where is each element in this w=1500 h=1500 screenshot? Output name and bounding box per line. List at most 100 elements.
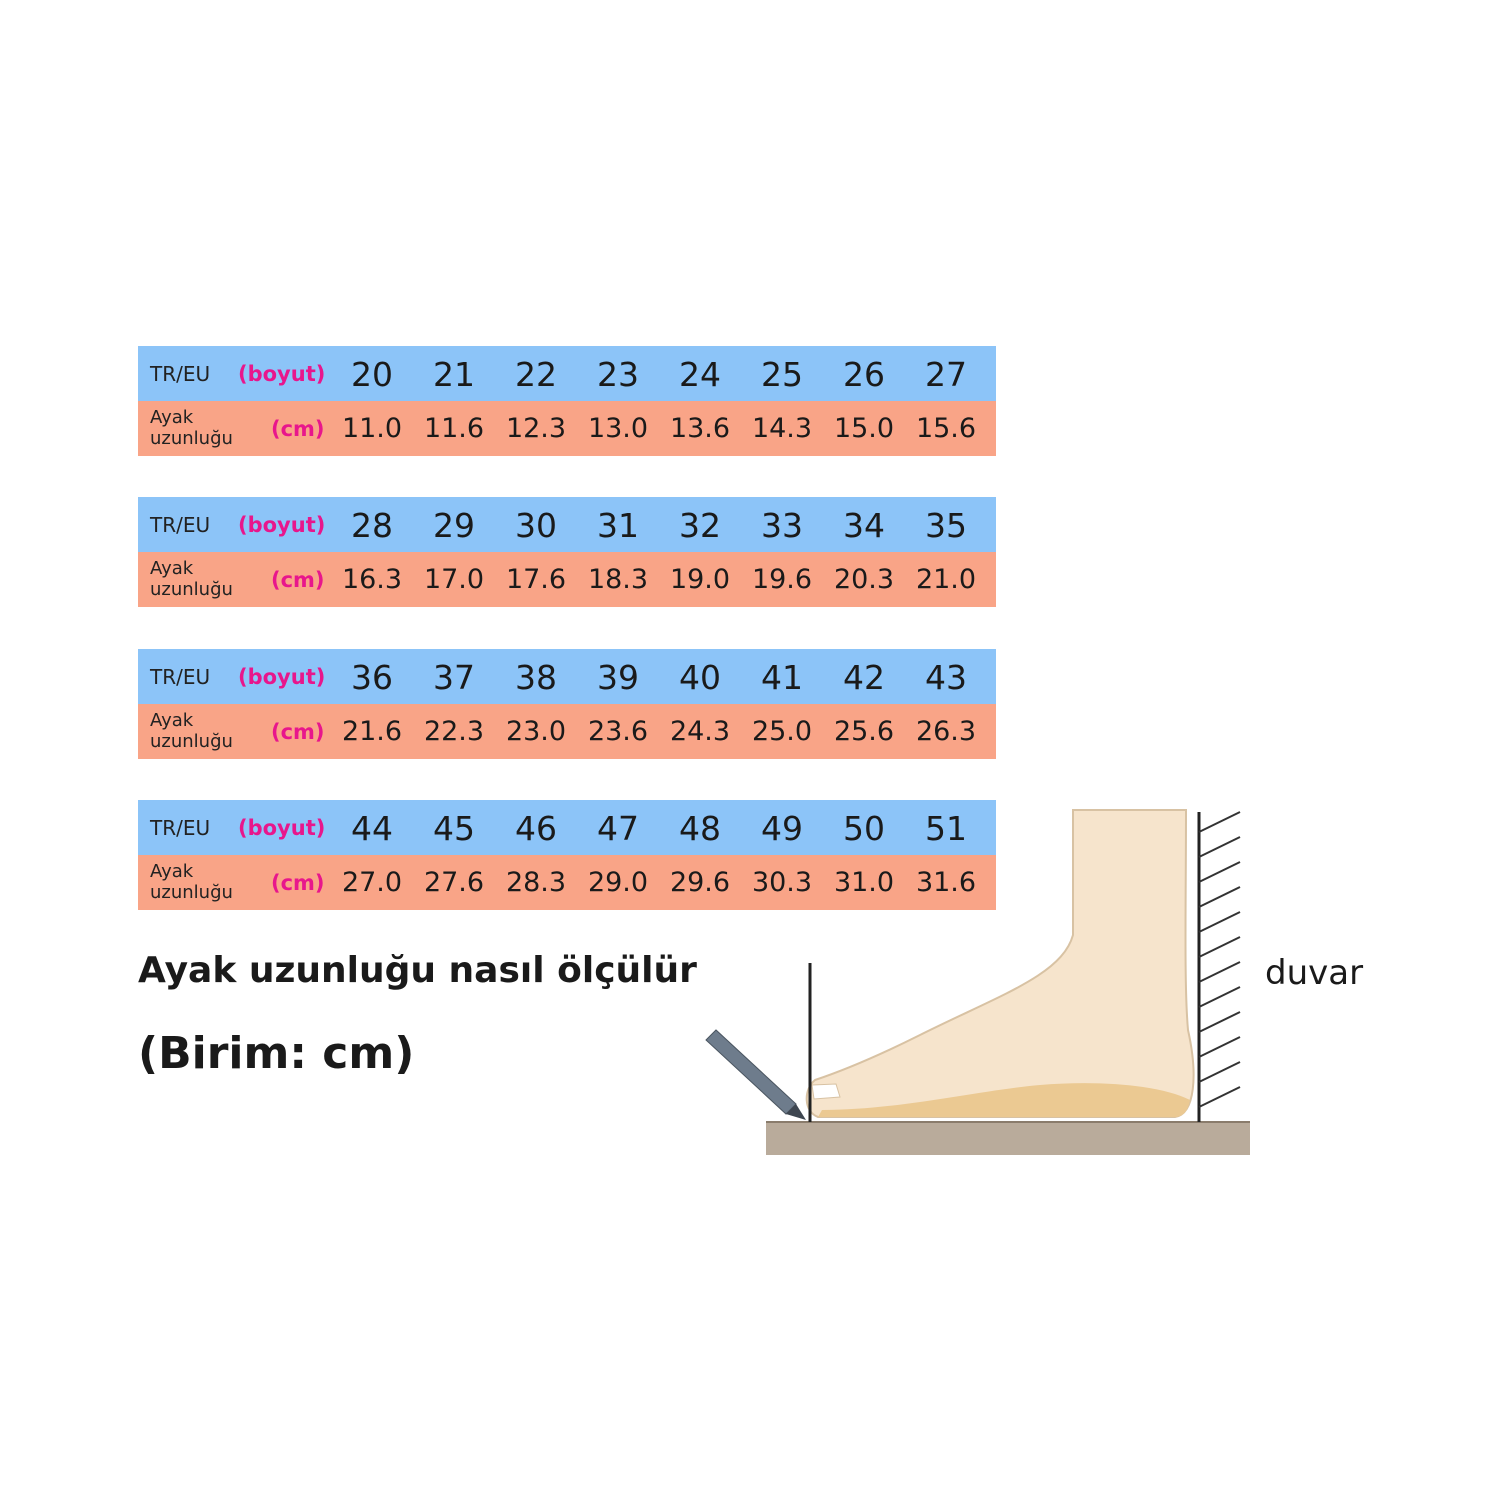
length-label-line2: uzunluğu	[150, 731, 233, 752]
size-table-4: TR/EU (boyut) 44 45 46 47 48 49 50 51 Ay…	[138, 800, 996, 910]
foot-measure-diagram	[705, 809, 1250, 1155]
length-row-label: Ayak uzunluğu	[150, 710, 233, 752]
length-row: Ayak uzunluğu (cm) 16.3 17.0 17.6 18.3 1…	[138, 552, 996, 607]
length-label-line1: Ayak	[150, 407, 194, 428]
length-cell: 15.0	[833, 413, 895, 444]
size-unit-label: (boyut)	[238, 512, 326, 537]
size-cell: 43	[925, 658, 967, 697]
size-cell: 38	[515, 658, 557, 697]
size-row-label: TR/EU	[150, 664, 211, 689]
length-row: Ayak uzunluğu (cm) 21.6 22.3 23.0 23.6 2…	[138, 704, 996, 759]
length-cell: 23.6	[587, 716, 649, 747]
length-cell: 25.6	[833, 716, 895, 747]
unit-note: (Birim: cm)	[138, 1028, 415, 1079]
size-row-label: TR/EU	[150, 512, 211, 537]
length-label-line2: uzunluğu	[150, 579, 233, 600]
length-cell: 13.0	[587, 413, 649, 444]
size-cell: 20	[351, 355, 393, 394]
length-unit-label: (cm)	[271, 870, 325, 895]
size-cell: 50	[843, 809, 885, 848]
size-unit-label: (boyut)	[238, 815, 326, 840]
length-label-line1: Ayak	[150, 558, 194, 579]
pencil-icon	[705, 1029, 806, 1120]
size-row-label: TR/EU	[150, 361, 211, 386]
wall-label: duvar	[1265, 953, 1364, 993]
length-cell: 12.3	[505, 413, 567, 444]
size-cell: 47	[597, 809, 639, 848]
length-cell: 23.0	[505, 716, 567, 747]
length-cell: 29.6	[669, 867, 731, 898]
length-cell: 17.6	[505, 564, 567, 595]
size-row: TR/EU (boyut) 44 45 46 47 48 49 50 51	[138, 800, 996, 855]
size-table-3: TR/EU (boyut) 36 37 38 39 40 41 42 43 Ay…	[138, 649, 996, 759]
size-cell: 51	[925, 809, 967, 848]
length-cell: 11.6	[423, 413, 485, 444]
length-cell: 28.3	[505, 867, 567, 898]
length-row: Ayak uzunluğu (cm) 11.0 11.6 12.3 13.0 1…	[138, 401, 996, 456]
length-cell: 22.3	[423, 716, 485, 747]
size-table-2: TR/EU (boyut) 28 29 30 31 32 33 34 35 Ay…	[138, 497, 996, 607]
length-label-line2: uzunluğu	[150, 882, 233, 903]
length-cell: 15.6	[915, 413, 977, 444]
length-cell: 20.3	[833, 564, 895, 595]
size-cell: 35	[925, 506, 967, 545]
measure-heading: Ayak uzunluğu nasıl ölçülür	[138, 950, 697, 991]
size-row: TR/EU (boyut) 36 37 38 39 40 41 42 43	[138, 649, 996, 704]
length-cell: 18.3	[587, 564, 649, 595]
length-cell: 14.3	[751, 413, 813, 444]
size-cell: 42	[843, 658, 885, 697]
length-row-label: Ayak uzunluğu	[150, 861, 233, 903]
size-cell: 45	[433, 809, 475, 848]
length-cell: 27.6	[423, 867, 485, 898]
size-row-label: TR/EU	[150, 815, 211, 840]
size-cell: 34	[843, 506, 885, 545]
size-cell: 46	[515, 809, 557, 848]
size-row: TR/EU (boyut) 28 29 30 31 32 33 34 35	[138, 497, 996, 552]
size-cell: 33	[761, 506, 803, 545]
size-cell: 41	[761, 658, 803, 697]
length-cell: 13.6	[669, 413, 731, 444]
length-unit-label: (cm)	[271, 719, 325, 744]
size-cell: 49	[761, 809, 803, 848]
length-row-label: Ayak uzunluğu	[150, 407, 233, 449]
wall-icon	[1197, 811, 1241, 1122]
size-table-1: TR/EU (boyut) 20 21 22 23 24 25 26 27 Ay…	[138, 346, 996, 456]
length-cell: 21.6	[341, 716, 403, 747]
size-cell: 44	[351, 809, 393, 848]
size-cell: 27	[925, 355, 967, 394]
foot-icon	[805, 809, 1195, 1118]
size-cell: 30	[515, 506, 557, 545]
size-cell: 40	[679, 658, 721, 697]
length-cell: 25.0	[751, 716, 813, 747]
size-cell: 24	[679, 355, 721, 394]
size-cell: 26	[843, 355, 885, 394]
size-cell: 21	[433, 355, 475, 394]
size-unit-label: (boyut)	[238, 664, 326, 689]
length-cell: 26.3	[915, 716, 977, 747]
size-unit-label: (boyut)	[238, 361, 326, 386]
length-cell: 31.0	[833, 867, 895, 898]
length-cell: 16.3	[341, 564, 403, 595]
size-cell: 23	[597, 355, 639, 394]
size-row: TR/EU (boyut) 20 21 22 23 24 25 26 27	[138, 346, 996, 401]
size-cell: 36	[351, 658, 393, 697]
length-cell: 21.0	[915, 564, 977, 595]
size-cell: 29	[433, 506, 475, 545]
length-unit-label: (cm)	[271, 416, 325, 441]
floor	[766, 1122, 1250, 1155]
length-cell: 27.0	[341, 867, 403, 898]
length-cell: 29.0	[587, 867, 649, 898]
length-cell: 19.6	[751, 564, 813, 595]
length-cell: 31.6	[915, 867, 977, 898]
size-cell: 31	[597, 506, 639, 545]
length-row: Ayak uzunluğu (cm) 27.0 27.6 28.3 29.0 2…	[138, 855, 996, 910]
size-cell: 48	[679, 809, 721, 848]
length-cell: 19.0	[669, 564, 731, 595]
length-cell: 17.0	[423, 564, 485, 595]
size-cell: 28	[351, 506, 393, 545]
size-cell: 37	[433, 658, 475, 697]
length-label-line1: Ayak	[150, 861, 194, 882]
length-cell: 24.3	[669, 716, 731, 747]
size-cell: 39	[597, 658, 639, 697]
length-label-line1: Ayak	[150, 710, 194, 731]
